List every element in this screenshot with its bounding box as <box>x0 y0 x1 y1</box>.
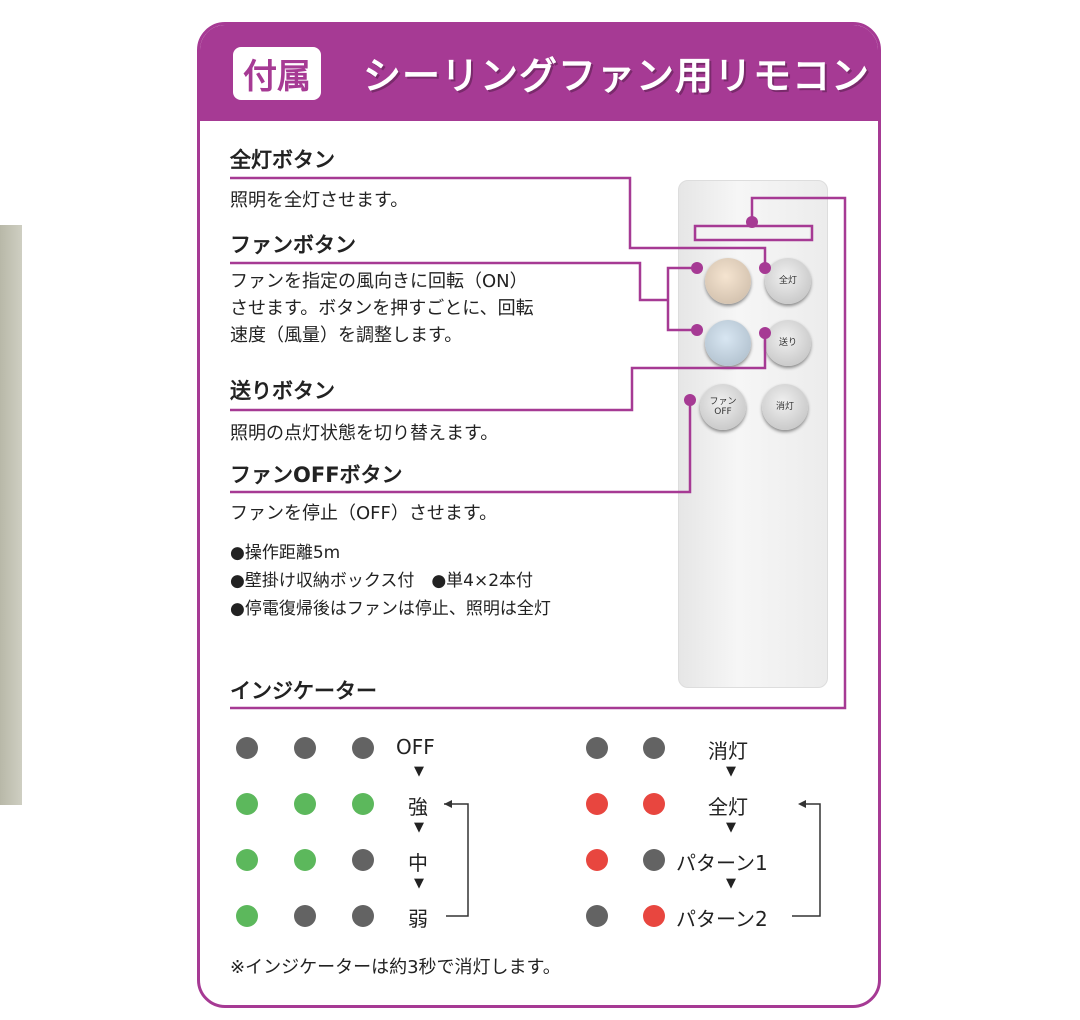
fan-forward-button <box>705 258 751 304</box>
send-button: 送り <box>765 320 811 366</box>
note: ●壁掛け収納ボックス付 ●単4×2本付 <box>230 571 534 591</box>
note: ●操作距離5m <box>230 543 341 563</box>
light-indicator-dot <box>643 849 665 871</box>
heading-fan: ファンボタン <box>230 233 356 257</box>
fan-level-label: 中 <box>408 851 428 875</box>
fan-level-label: OFF <box>396 735 435 759</box>
fan-indicator-dot <box>352 793 374 815</box>
light-indicator-dot <box>586 737 608 759</box>
light-state-label: 全灯 <box>708 795 748 819</box>
fan-indicator-dot <box>294 793 316 815</box>
heading-send: 送りボタン <box>230 379 335 403</box>
fan-level-label: 強 <box>408 795 428 819</box>
note: ●停電復帰後はファンは停止、照明は全灯 <box>230 599 551 619</box>
light-indicator-dot <box>643 793 665 815</box>
fan-indicator-dot <box>236 793 258 815</box>
title: シーリングファン用リモコン <box>363 54 871 98</box>
fan-indicator-dot <box>352 737 374 759</box>
indicator-window <box>697 227 809 239</box>
arrow-down-icon: ▼ <box>726 764 736 779</box>
arrow-down-icon: ▼ <box>414 820 424 835</box>
heading-fan-off: ファンOFFボタン <box>230 463 403 487</box>
text-send: 照明の点灯状態を切り替えます。 <box>230 423 499 444</box>
light-indicator-dot <box>643 737 665 759</box>
fan-reverse-button <box>705 320 751 366</box>
light-indicator-dot <box>586 793 608 815</box>
badge: 付属 <box>233 47 321 100</box>
text-fan-off: ファンを停止（OFF）させます。 <box>230 503 498 524</box>
arrow-down-icon: ▼ <box>414 764 424 779</box>
fan-indicator-dot <box>352 849 374 871</box>
fan-indicator-dot <box>294 905 316 927</box>
fan-level-label: 弱 <box>408 907 428 931</box>
arrow-down-icon: ▼ <box>414 876 424 891</box>
all-light-button: 全灯 <box>765 258 811 304</box>
remote-info-card: 付属 シーリングファン用リモコン <box>197 22 881 1008</box>
heading-indicator: インジケーター <box>230 679 377 703</box>
fan-indicator-dot <box>352 905 374 927</box>
arrow-down-icon: ▼ <box>726 820 736 835</box>
light-state-label: パターン1 <box>676 851 768 875</box>
fan-indicator-dot <box>294 737 316 759</box>
heading-all-light: 全灯ボタン <box>230 148 335 172</box>
light-state-label: 消灯 <box>708 739 748 763</box>
light-indicator-dot <box>586 905 608 927</box>
text-fan: ファンを指定の風向きに回転（ON） させます。ボタンを押すごとに、回転 速度（風… <box>230 271 534 346</box>
light-indicator-dot <box>643 905 665 927</box>
text-all-light: 照明を全灯させます。 <box>230 190 409 211</box>
arrow-down-icon: ▼ <box>726 876 736 891</box>
light-off-button: 消灯 <box>762 384 808 430</box>
fan-indicator-dot <box>236 737 258 759</box>
light-indicator-dot <box>586 849 608 871</box>
footnote: ※インジケーターは約3秒で消灯します。 <box>230 957 561 978</box>
fan-indicator-dot <box>236 849 258 871</box>
fan-off-button: ファン OFF <box>700 384 746 430</box>
header: 付属 シーリングファン用リモコン <box>200 25 878 121</box>
fan-indicator-dot <box>294 849 316 871</box>
light-state-label: パターン2 <box>676 907 768 931</box>
fan-indicator-dot <box>236 905 258 927</box>
side-panel <box>0 225 22 805</box>
